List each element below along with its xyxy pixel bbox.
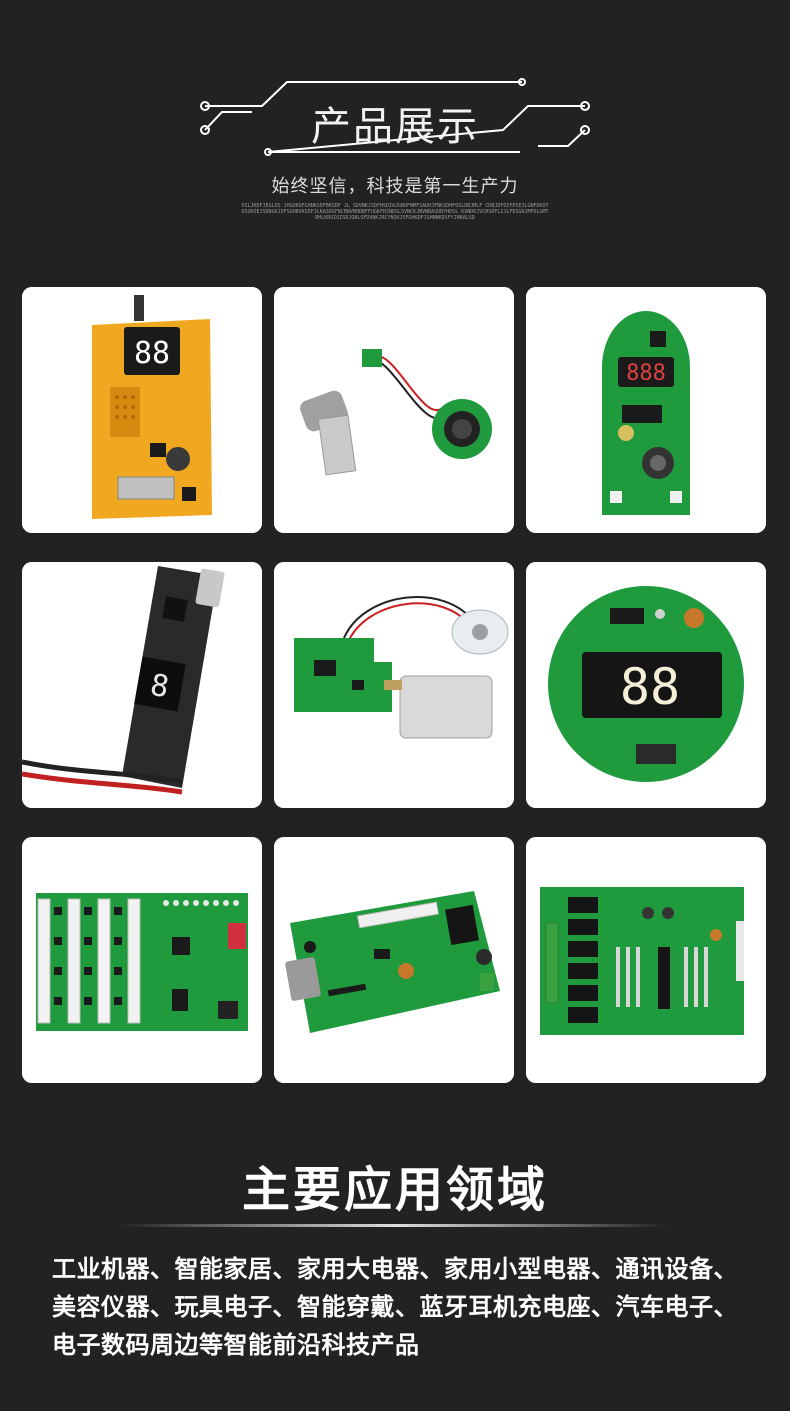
product-arch-display-board[interactable]: 888 (526, 287, 766, 533)
product-serial-controller-board[interactable] (274, 837, 514, 1083)
product-yellow-display-board[interactable]: 88 (22, 287, 262, 533)
product-round-display-board[interactable]: 88 (526, 562, 766, 808)
applications-line: 工业机器、智能家居、家用大电器、家用小型电器、通讯设备、 (52, 1255, 738, 1283)
pcb-image (526, 837, 766, 1083)
pcb-image (274, 287, 514, 533)
pcb-image: 888 (526, 287, 766, 533)
svg-text:8: 8 (148, 668, 172, 706)
svg-text:88: 88 (620, 658, 680, 716)
decorative-fine-print: OILJKDFJEGLDS JHGOKDFGHNKSDFBKSDF JL SDV… (241, 203, 549, 221)
applications-line: 美容仪器、玩具电子、智能穿戴、蓝牙耳机充电座、汽车电子、 (52, 1293, 738, 1321)
circuit-line-decoration (200, 78, 590, 156)
pcb-image: 8 (22, 562, 262, 808)
slogan: 始终坚信，科技是第一生产力 (271, 176, 519, 197)
pcb-image (274, 837, 514, 1083)
product-motor-mic-module[interactable] (274, 287, 514, 533)
product-atomizer-battery-board[interactable] (274, 562, 514, 808)
applications-list: 工业机器、智能家居、家用大电器、家用小型电器、通讯设备、 美容仪器、玩具电子、智… (52, 1250, 768, 1364)
applications-divider (120, 1224, 670, 1227)
pcb-image: 88 (22, 287, 262, 533)
product-relay-board[interactable] (526, 837, 766, 1083)
product-terminal-matrix-board[interactable] (22, 837, 262, 1083)
pcb-image (274, 562, 514, 808)
page-title: 产品展示 (311, 104, 479, 150)
svg-text:888: 888 (626, 361, 666, 386)
pcb-image (22, 837, 262, 1083)
pcb-image: 88 (526, 562, 766, 808)
applications-title: 主要应用领域 (241, 1162, 548, 1218)
product-black-strip-board[interactable]: 8 (22, 562, 262, 808)
product-showcase-header: 产品展示 始终坚信，科技是第一生产力 OILJKDFJEGLDS JHGOKDF… (0, 0, 790, 260)
svg-text:88: 88 (134, 336, 170, 371)
applications-line: 电子数码周边等智能前沿科技产品 (52, 1331, 420, 1359)
